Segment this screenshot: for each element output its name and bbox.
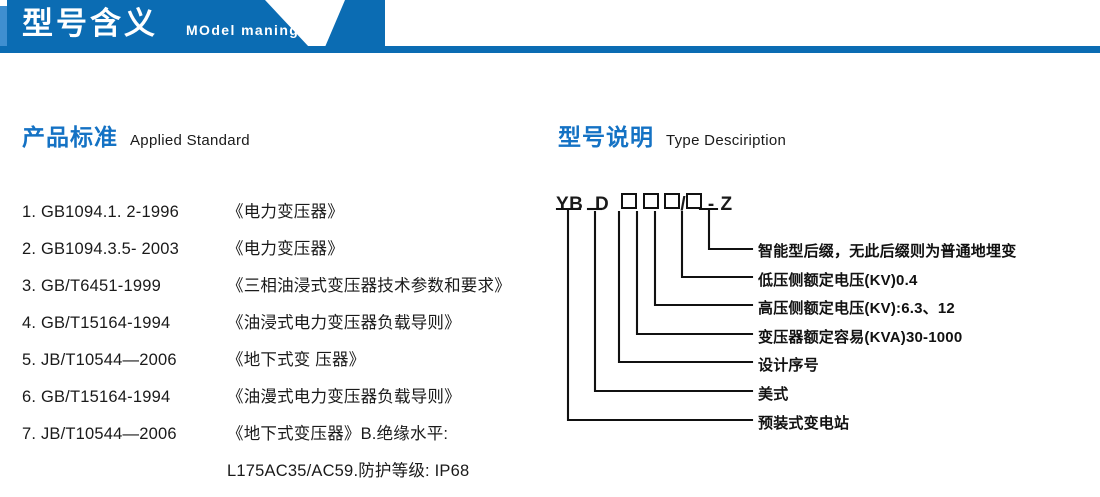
type-code-box-4 <box>686 193 703 209</box>
type-code-part-z: Z <box>720 194 733 215</box>
banner-title-chinese: 型号含义 <box>22 6 158 41</box>
type-code-string: YB D / - Z <box>556 193 733 216</box>
type-code-part-d: D <box>594 194 610 215</box>
banner-shape <box>0 0 385 47</box>
type-code-label: 高压侧额定电压(KV):6.3、12 <box>758 300 955 318</box>
type-code-label: 预装式变电站 <box>758 414 850 432</box>
standard-title: 《三相油浸式变压器技术参数和要求》 <box>227 277 511 295</box>
standard-list-item: 6. GB/T15164-1994 《油漫式电力变压器负载导则》 <box>22 379 552 416</box>
standard-list-item: 5. JB/T10544—2006 《地下式变 压器》 <box>22 342 552 379</box>
type-code-dash: - <box>707 194 715 215</box>
type-code-box-2 <box>642 193 659 209</box>
type-code-label: 低压侧额定电压(KV)0.4 <box>758 271 918 289</box>
standard-title-continuation: L175AC35/AC59.防护等级: IP68 <box>227 462 470 480</box>
type-code-label-column: 智能型后缀，无此后缀则为普通地埋变低压侧额定电压(KV)0.4 高压侧额定电压(K… <box>758 238 1088 438</box>
standard-code: 2. GB1094.3.5- 2003 <box>22 240 179 258</box>
standard-title: 《电力变压器》 <box>227 203 344 221</box>
standard-code: 3. GB/T6451-1999 <box>22 277 161 295</box>
standard-title: 《地下式变压器》B.绝缘水平: <box>227 425 449 443</box>
type-description-heading-chinese: 型号说明 <box>558 124 654 150</box>
standard-list-item: 4. GB/T15164-1994 《油浸式电力变压器负载导则》 <box>22 305 552 342</box>
type-description-heading-english: Type Desciription <box>666 132 787 149</box>
type-code-label: 变压器额定容易(KVA)30-1000 <box>758 328 963 346</box>
standard-title: 《油浸式电力变压器负载导则》 <box>227 314 461 332</box>
page-header-banner: 型号含义 MOdel maning <box>0 0 1100 53</box>
type-code-box-3 <box>664 193 681 209</box>
type-code-label: 智能型后缀，无此后缀则为普通地埋变 <box>758 243 1017 260</box>
standard-code: 1. GB1094.1. 2-1996 <box>22 203 179 221</box>
standard-title: 《油漫式电力变压器负载导则》 <box>227 388 461 406</box>
applied-standard-heading: 产品标准 Applied Standard <box>22 118 250 152</box>
type-description-heading: 型号说明 Type Desciription <box>558 118 786 152</box>
standard-list-item: 3. GB/T6451-1999 《三相油浸式变压器技术参数和要求》 <box>22 268 552 305</box>
banner-main-parallelogram <box>7 0 309 47</box>
type-code-slash: / <box>680 194 687 215</box>
standard-title: 《电力变压器》 <box>227 240 344 258</box>
standard-list-item: 7. JB/T10544—2006 《地下式变压器》B.绝缘水平: <box>22 416 552 453</box>
applied-standard-heading-english: Applied Standard <box>130 132 250 149</box>
banner-title-english: MOdel maning <box>186 22 300 38</box>
standard-code: 6. GB/T15164-1994 <box>22 388 171 406</box>
standards-list: 1. GB1094.1. 2-1996《电力变压器》2. GB1094.3.5-… <box>22 194 552 490</box>
type-code-label: 美式 <box>758 385 789 403</box>
banner-wedge-accent <box>325 0 385 47</box>
standard-list-item: 2. GB1094.3.5- 2003 《电力变压器》 <box>22 231 552 268</box>
standard-title: 《地下式变 压器》 <box>227 351 366 369</box>
standard-code: 4. GB/T15164-1994 <box>22 314 171 332</box>
type-code-box-1 <box>620 193 637 209</box>
type-code-label: 设计序号 <box>758 357 819 375</box>
applied-standard-heading-chinese: 产品标准 <box>22 124 118 150</box>
banner-left-accent-stripe <box>0 6 7 47</box>
type-code-part-yb: YB <box>556 194 584 215</box>
banner-underline-bar <box>0 46 1100 53</box>
standard-code: 5. JB/T10544—2006 <box>22 351 177 369</box>
standard-list-item: 1. GB1094.1. 2-1996 《电力变压器》 <box>22 194 552 231</box>
standard-code: 7. JB/T10544—2006 <box>22 425 177 443</box>
